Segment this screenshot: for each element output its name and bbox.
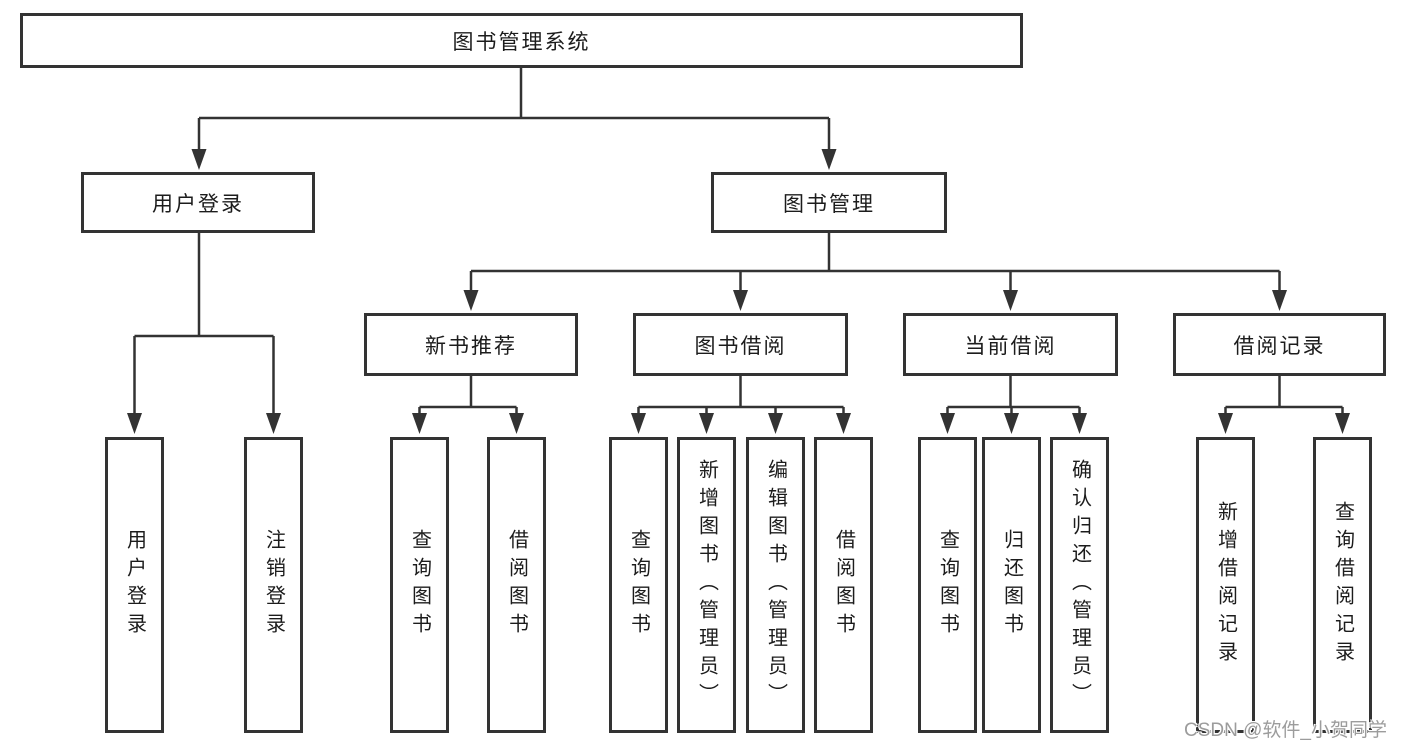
node-book-borrow-label: 图书借阅 [694, 334, 787, 358]
leaf-query-book-current-label: 查询图书 [936, 529, 959, 641]
leaf-query-book-newrec-label: 查询图书 [408, 529, 431, 641]
connector-user-login-children [133, 233, 275, 413]
node-new-book-rec: 新书推荐 [364, 313, 578, 376]
connector-borrow-records-children [1224, 376, 1344, 413]
csdn-watermark: CSDN @软件_小贺同学 [1184, 720, 1387, 741]
node-new-book-rec-label: 新书推荐 [425, 334, 517, 358]
leaf-query-book-current: 查询图书 [918, 437, 977, 733]
leaf-return-book: 归还图书 [982, 437, 1041, 733]
node-root: 图书管理系统 [20, 13, 1023, 68]
leaf-user-login: 用户登录 [105, 437, 164, 733]
leaf-edit-book-admin-label: 编辑图书（管理员） [764, 459, 787, 711]
node-book-mgmt: 图书管理 [711, 172, 947, 233]
leaf-return-book-label: 归还图书 [1000, 529, 1023, 641]
leaf-query-book-borrow: 查询图书 [609, 437, 668, 733]
connector-book-borrow-children [637, 376, 845, 413]
leaf-query-borrow-record: 查询借阅记录 [1313, 437, 1372, 733]
arrowheads-user-login-children [127, 413, 281, 434]
leaf-add-book-admin: 新增图书（管理员） [677, 437, 736, 733]
leaf-borrow-book-newrec-label: 借阅图书 [505, 529, 528, 641]
node-borrow-records: 借阅记录 [1173, 313, 1386, 376]
leaf-query-book-newrec: 查询图书 [390, 437, 449, 733]
leaf-borrow-book-label: 借阅图书 [832, 529, 855, 641]
arrowheads-level3 [463, 290, 1287, 311]
node-borrow-records-label: 借阅记录 [1233, 334, 1326, 358]
leaf-confirm-return-admin-label: 确认归还（管理员） [1068, 459, 1091, 711]
arrowheads-leaf-nodes [412, 413, 1350, 434]
node-root-label: 图书管理系统 [452, 30, 591, 54]
leaf-add-borrow-record: 新增借阅记录 [1196, 437, 1255, 733]
leaf-logout-label: 注销登录 [262, 529, 285, 641]
node-current-borrow-label: 当前借阅 [964, 334, 1057, 358]
leaf-query-borrow-record-label: 查询借阅记录 [1331, 501, 1354, 669]
leaf-borrow-book-newrec: 借阅图书 [487, 437, 546, 733]
leaf-add-book-admin-label: 新增图书（管理员） [695, 459, 718, 711]
node-user-login-label: 用户登录 [152, 192, 244, 216]
node-book-mgmt-label: 图书管理 [783, 192, 875, 216]
arrowheads-level2 [191, 149, 837, 170]
node-book-borrow: 图书借阅 [633, 313, 848, 376]
leaf-query-book-borrow-label: 查询图书 [627, 529, 650, 641]
leaf-logout: 注销登录 [244, 437, 303, 733]
leaf-confirm-return-admin: 确认归还（管理员） [1050, 437, 1109, 733]
connector-book-mgmt-to-level3 [469, 233, 1281, 291]
leaf-edit-book-admin: 编辑图书（管理员） [746, 437, 805, 733]
connector-root-to-level2 [197, 68, 831, 150]
leaf-add-borrow-record-label: 新增借阅记录 [1214, 501, 1237, 669]
node-current-borrow: 当前借阅 [903, 313, 1118, 376]
node-user-login: 用户登录 [81, 172, 315, 233]
connector-current-borrow-children [946, 376, 1081, 413]
leaf-user-login-label: 用户登录 [123, 529, 146, 641]
connector-new-book-children [418, 376, 518, 413]
leaf-borrow-book: 借阅图书 [814, 437, 873, 733]
